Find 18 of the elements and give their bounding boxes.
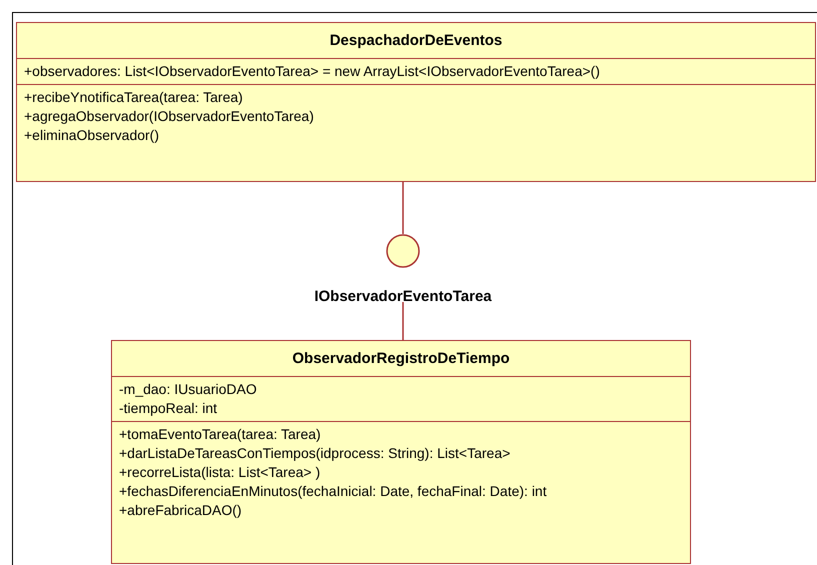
- operation-text: +darListaDeTareasConTiempos(idprocess: String): List<Tarea>: [119, 444, 512, 463]
- class-box: [111, 340, 691, 564]
- class-box: [16, 22, 816, 182]
- operation-text: +agregaObservador(IObservadorEventoTarea): [24, 107, 315, 126]
- operation-text: +fechasDiferenciaEnMinutos(fechaInicial: Date, fechaFinal: Date): int: [119, 482, 548, 501]
- operation-text: +eliminaObservador(): [24, 126, 160, 145]
- connector-line: [402, 182, 404, 234]
- class-name: DespachadorDeEventos: [330, 32, 502, 49]
- operation-text: +recorreLista(lista: List<Tarea> ): [119, 463, 322, 482]
- attribute-text: -m_dao: IUsuarioDAO: [119, 380, 258, 399]
- operation-text: +tomaEventoTarea(tarea: Tarea): [119, 425, 322, 444]
- class-name: ObservadorRegistroDeTiempo: [292, 350, 510, 367]
- operation-text: +recibeYnotificaTarea(tarea: Tarea): [24, 88, 244, 107]
- attribute-text: -tiempoReal: int: [119, 399, 218, 418]
- interface-name: IObservadorEventoTarea: [314, 288, 492, 305]
- attribute-text: +observadores: List<IObservadorEventoTarea> = new ArrayList<IObservadorEventoTarea>(): [24, 62, 601, 81]
- connector-line: [402, 302, 404, 340]
- operation-text: +abreFabricaDAO(): [119, 501, 243, 520]
